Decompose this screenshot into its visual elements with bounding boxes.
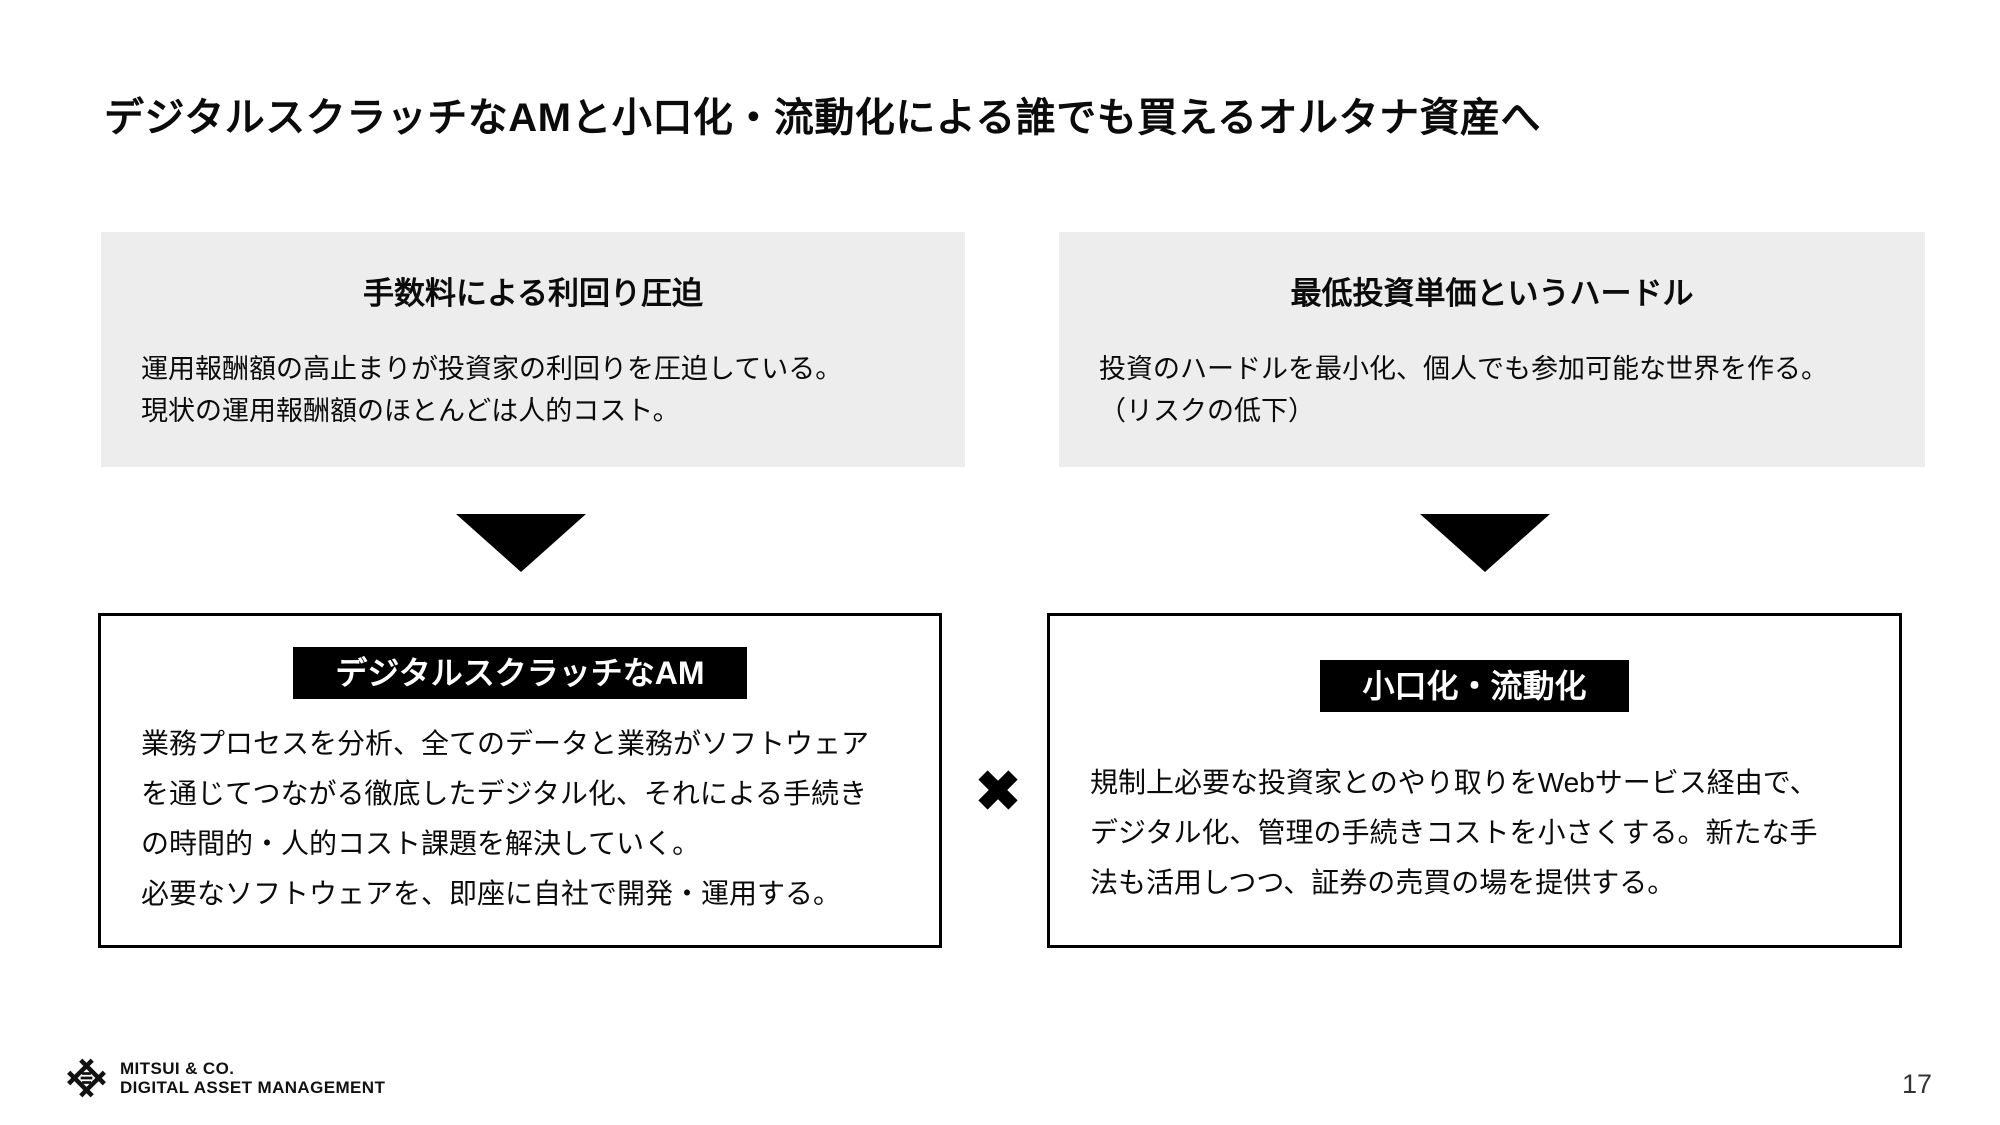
page-title: デジタルスクラッチなAMと小口化・流動化による誰でも買えるオルタナ資産へ	[104, 95, 1542, 140]
problem-body: 投資のハードルを最小化、個人でも参加可能な世界を作る。 （リスクの低下）	[1099, 354, 1828, 426]
down-triangle-icon	[456, 514, 586, 572]
solution-badge: デジタルスクラッチなAM	[293, 647, 747, 699]
solution-panel-digital-scratch-am: デジタルスクラッチなAM 業務プロセスを分析、全てのデータと業務がソフトウェア …	[98, 613, 942, 948]
mitsui-igeta-logo-icon	[67, 1058, 106, 1098]
solution-body: 規制上必要な投資家とのやり取りをWebサービス経由で、 デジタル化、管理の手続き…	[1090, 767, 1818, 898]
company-name-line1: MITSUI & CO.	[120, 1059, 235, 1078]
problem-heading: 手数料による利回り圧迫	[362, 276, 704, 311]
solution-body: 業務プロセスを分析、全てのデータと業務がソフトウェア を通じてつながる徹底したデ…	[141, 728, 870, 909]
page-number: 17	[1902, 1069, 1933, 1099]
problem-panel-minimum-investment: 最低投資単価というハードル 投資のハードルを最小化、個人でも参加可能な世界を作る…	[1059, 232, 1925, 467]
multiply-icon	[978, 770, 1018, 810]
company-name: MITSUI & CO. DIGITAL ASSET MANAGEMENT	[120, 1059, 385, 1097]
down-triangle-icon	[1420, 514, 1550, 572]
company-logo: MITSUI & CO. DIGITAL ASSET MANAGEMENT	[64, 1054, 385, 1102]
problem-body: 運用報酬額の高止まりが投資家の利回りを圧迫している。 現状の運用報酬額のほとんど…	[141, 354, 843, 426]
company-name-line2: DIGITAL ASSET MANAGEMENT	[120, 1078, 386, 1097]
solution-panel-fractionalization: 小口化・流動化 規制上必要な投資家とのやり取りをWebサービス経由で、 デジタル…	[1047, 613, 1902, 948]
problem-panel-fees: 手数料による利回り圧迫 運用報酬額の高止まりが投資家の利回りを圧迫している。 現…	[101, 232, 965, 467]
solution-badge: 小口化・流動化	[1320, 660, 1629, 712]
problem-heading: 最低投資単価というハードル	[1290, 276, 1694, 311]
